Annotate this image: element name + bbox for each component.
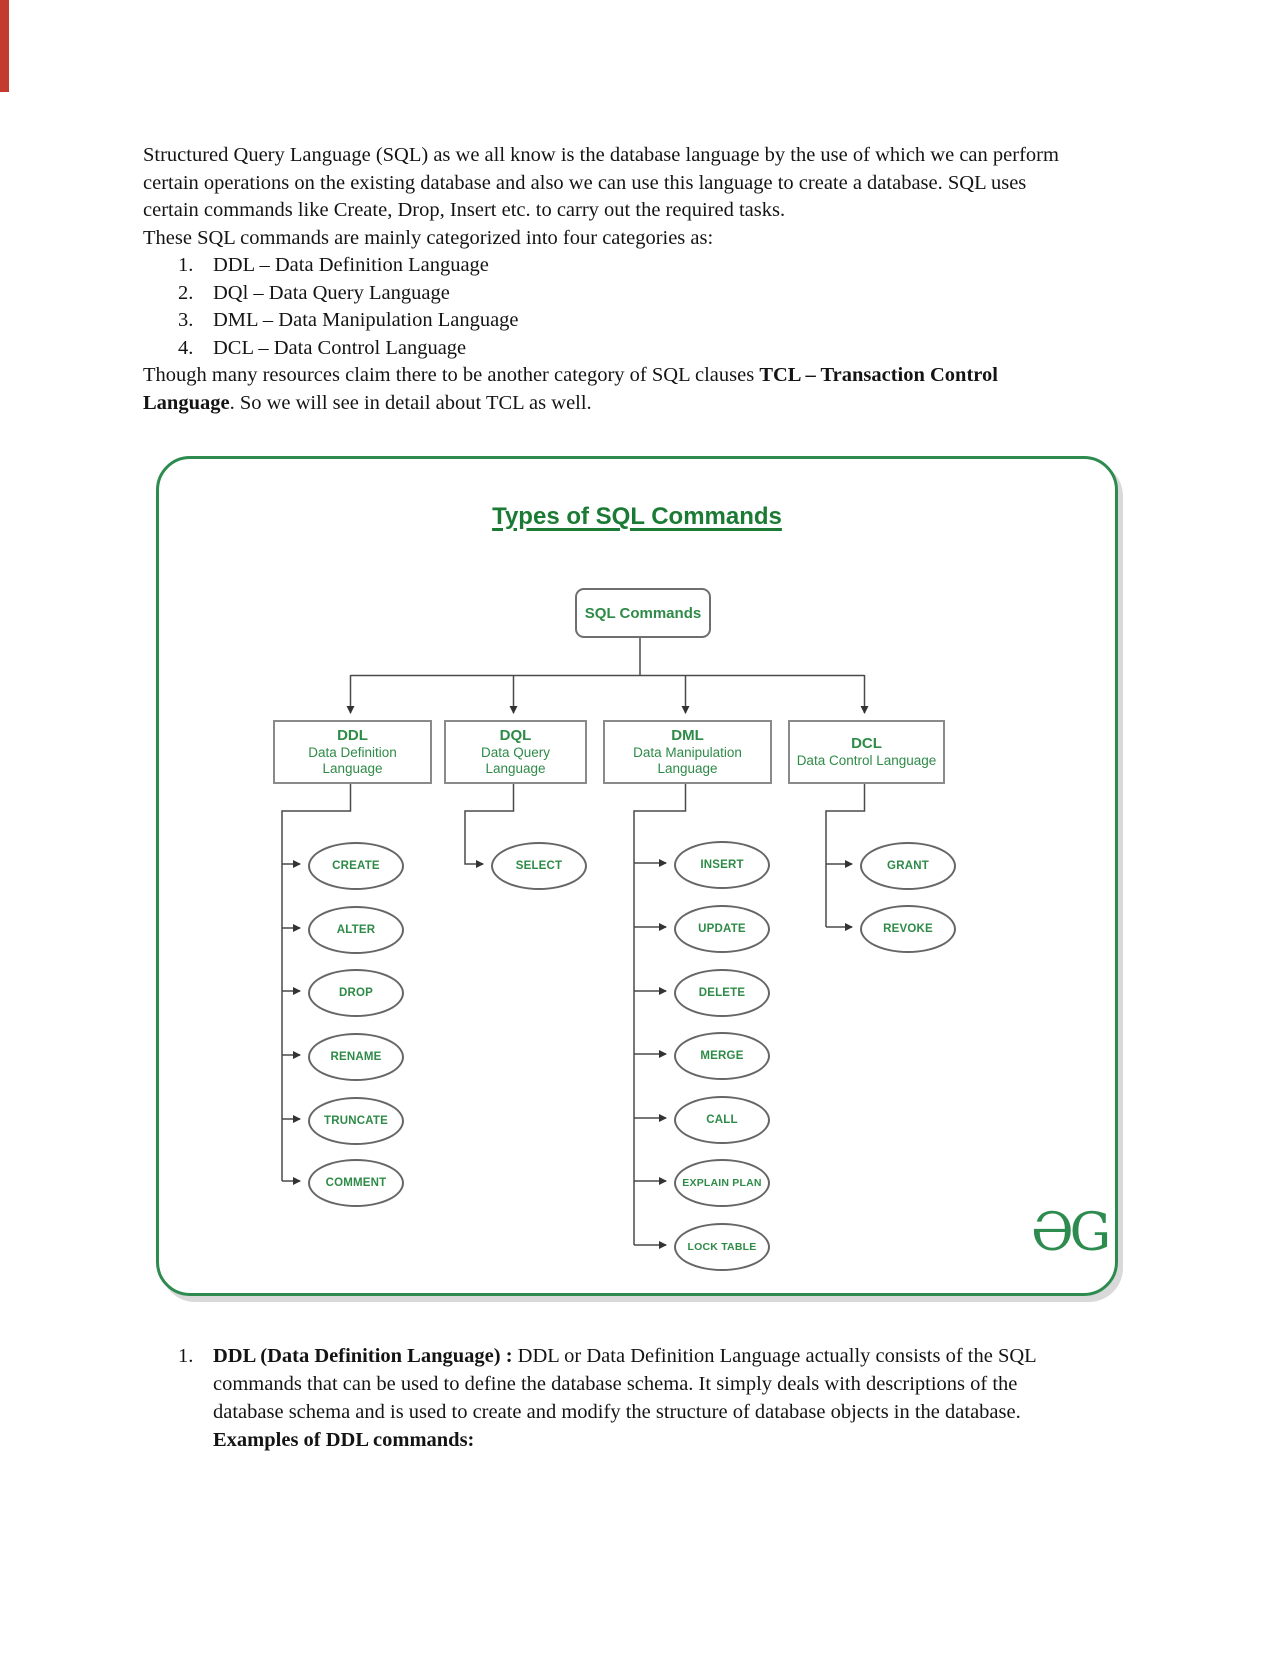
node-name: Data Definition (308, 744, 397, 760)
node-drop: DROP (308, 969, 404, 1017)
list-number: 1. (178, 254, 194, 276)
node-name: Language (322, 761, 383, 776)
node-label: SELECT (515, 860, 563, 872)
node-abbr: DQL (499, 726, 532, 744)
node-label: RENAME (330, 1051, 382, 1063)
node-create: CREATE (308, 842, 404, 890)
ddl-paragraph: DDL (Data Definition Language) : DDL or … (213, 1342, 1073, 1426)
list-item: 4. DCL – Data Control Language (143, 335, 1065, 363)
list-number: 2. (178, 281, 194, 304)
examples-label: Examples of DDL commands: (213, 1426, 1073, 1454)
node-label: REVOKE (883, 923, 933, 935)
tcl-pre: Though many resources claim there to be … (143, 364, 760, 387)
ddl-body: DDL or Data Definition Language actually… (213, 1345, 1036, 1423)
node-abbr: DCL (851, 734, 882, 752)
node-ddl: DDL Data Definition Language (273, 720, 432, 784)
node-name: Data Control Language (796, 752, 937, 768)
node-revoke: REVOKE (860, 905, 956, 953)
list-number: 4. (178, 336, 194, 359)
diagram-title: Types of SQL Commands (492, 503, 782, 530)
node-name: Data Query (480, 744, 551, 760)
node-select: SELECT (491, 842, 587, 890)
node-abbr: DML (671, 726, 704, 744)
intro-text: Structured Query Language (SQL) as we al… (143, 142, 1065, 417)
ddl-lead-bold: DDL (Data Definition Language) : (213, 1345, 518, 1367)
node-label: SQL Commands (584, 604, 702, 622)
list-number: 3. (178, 309, 194, 332)
list-text: DML – Data Manipulation Language (213, 309, 519, 332)
node-label: INSERT (700, 859, 744, 871)
node-label: GRANT (887, 860, 929, 872)
node-comment: COMMENT (308, 1159, 404, 1207)
node-grant: GRANT (860, 842, 956, 890)
node-name: Language (657, 761, 718, 776)
node-label: TRUNCATE (324, 1115, 388, 1127)
diagram-frame: Types of SQL Commands (156, 456, 1118, 1296)
node-dml: DML Data Manipulation Language (603, 720, 772, 784)
node-label: CREATE (332, 860, 380, 872)
node-label: LOCK TABLE (687, 1241, 757, 1253)
tcl-post: . So we will see in detail about TCL as … (229, 391, 592, 414)
ddl-section: 1. DDL (Data Definition Language) : DDL … (178, 1342, 1078, 1454)
connector-lines (281, 634, 869, 1249)
node-explain-plan: EXPLAIN PLAN (674, 1159, 770, 1207)
list-text: DQl – Data Query Language (213, 281, 450, 304)
section-text: DDL (Data Definition Language) : DDL or … (213, 1342, 1073, 1454)
node-label: MERGE (700, 1050, 744, 1062)
node-dcl: DCL Data Control Language (788, 720, 945, 784)
node-insert: INSERT (674, 841, 770, 889)
intro-paragraph: Structured Query Language (SQL) as we al… (143, 144, 1059, 221)
list-item: 1. DDL – Data Definition Language (143, 252, 1065, 280)
node-label: UPDATE (698, 923, 746, 935)
categories-lead: These SQL commands are mainly categorize… (143, 226, 714, 249)
node-call: CALL (674, 1096, 770, 1144)
node-delete: DELETE (674, 969, 770, 1017)
geeksforgeeks-logo: ƏG (1031, 1203, 1111, 1263)
tcl-paragraph: Though many resources claim there to be … (143, 362, 1065, 417)
list-item: 3. DML – Data Manipulation Language (143, 307, 1065, 335)
node-lock-table: LOCK TABLE (674, 1223, 770, 1271)
list-text: DCL – Data Control Language (213, 336, 467, 359)
node-label: DROP (338, 987, 374, 999)
node-rename: RENAME (308, 1033, 404, 1081)
node-name: Language (485, 761, 546, 776)
node-label: ALTER (336, 924, 376, 936)
red-edge-strip (0, 0, 9, 92)
node-label: EXPLAIN PLAN (682, 1177, 762, 1189)
node-label: DELETE (698, 987, 746, 999)
node-label: COMMENT (325, 1177, 387, 1189)
examples-bold: Examples of DDL commands: (213, 1429, 475, 1451)
node-dql: DQL Data Query Language (444, 720, 587, 784)
node-sql-commands: SQL Commands (575, 588, 711, 638)
node-name: Data Manipulation (633, 744, 742, 760)
tcl-bold: TCL – Transaction Control Language (143, 364, 998, 414)
list-item: 2. DQl – Data Query Language (143, 280, 1065, 308)
node-update: UPDATE (674, 905, 770, 953)
category-list: 1. DDL – Data Definition Language 2. DQl –… (143, 252, 1065, 362)
node-alter: ALTER (308, 906, 404, 954)
node-abbr: DDL (337, 726, 368, 744)
node-truncate: TRUNCATE (308, 1097, 404, 1145)
node-label: CALL (706, 1114, 738, 1126)
list-text: DDL – Data Definition Language (213, 254, 489, 276)
section-number: 1. (178, 1345, 194, 1367)
node-merge: MERGE (674, 1032, 770, 1080)
